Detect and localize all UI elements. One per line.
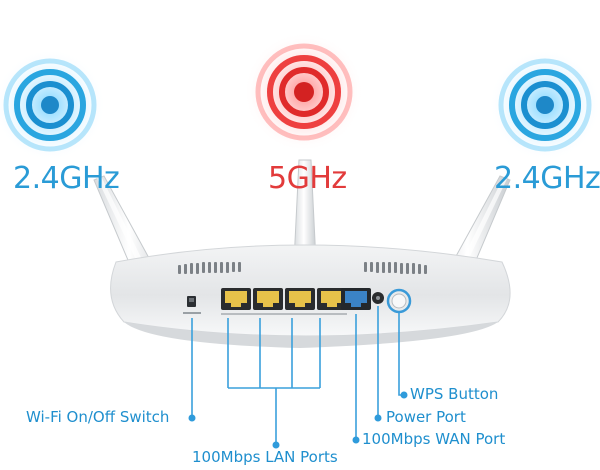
callout-wan-port: 100Mbps WAN Port: [362, 430, 506, 448]
callout-wps-button: WPS Button: [410, 385, 499, 403]
wps-button-icon: [386, 288, 412, 314]
lan-ports-icon: [221, 288, 347, 315]
frequency-label-left: 2.4GHz: [13, 161, 120, 196]
power-port-icon: [372, 292, 384, 304]
signal-left-icon: [0, 49, 106, 161]
frequency-label-center: 5GHz: [268, 161, 347, 196]
callout-lines: [191, 306, 404, 445]
callout-dots: [188, 391, 408, 449]
router-body: [110, 244, 511, 348]
callout-wifi-switch: Wi-Fi On/Off Switch: [26, 408, 170, 426]
signal-right-icon: [489, 49, 600, 161]
signal-center-icon: [244, 32, 364, 152]
frequency-label-right: 2.4GHz: [494, 161, 600, 196]
wifi-switch-icon: [183, 296, 201, 314]
wan-port-icon: [341, 288, 371, 310]
callout-lan-ports: 100Mbps LAN Ports: [192, 448, 338, 466]
callout-power-port: Power Port: [386, 408, 466, 426]
